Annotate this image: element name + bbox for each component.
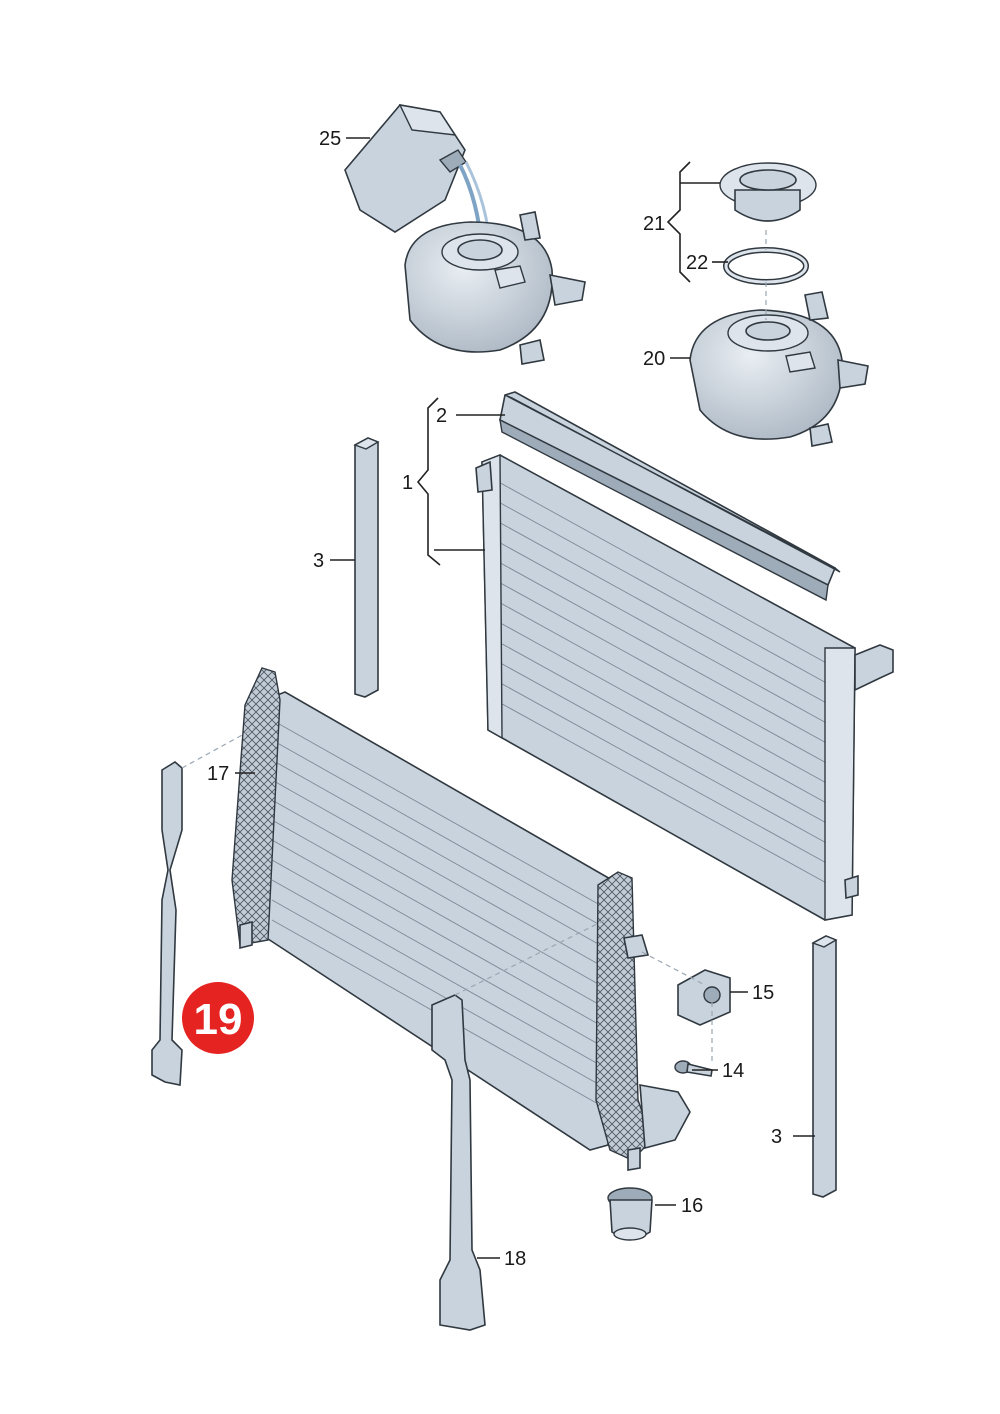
callout-14: 14	[722, 1060, 744, 1082]
highlight-badge[interactable]: 19	[182, 982, 254, 1054]
callout-2: 2	[436, 405, 447, 427]
callout-16: 16	[681, 1195, 703, 1217]
main-radiator	[475, 453, 894, 921]
callout-21: 21	[643, 213, 665, 235]
foam-strip-right	[811, 935, 838, 1198]
mounting-bracket	[677, 969, 731, 1026]
rubber-mount	[607, 1187, 653, 1241]
callout-labels: 25 21 22 20 2 1 3 17 15 14 3 16 18	[207, 128, 782, 1270]
foam-strip-left	[353, 437, 380, 698]
radiator-fins	[494, 479, 831, 886]
callout-25: 25	[319, 128, 341, 150]
callout-18: 18	[504, 1248, 526, 1270]
callout-17: 17	[207, 763, 229, 785]
air-guide-left	[151, 761, 183, 1086]
assembly-lines	[181, 230, 767, 1065]
leader-lines	[235, 137, 815, 1259]
callout-20: 20	[643, 348, 665, 370]
callout-3-right: 3	[771, 1126, 782, 1148]
front-radiator-fins	[271, 719, 601, 1106]
coolant-bottle	[344, 104, 492, 251]
coolant-cap	[719, 162, 817, 222]
expansion-tank	[689, 291, 869, 447]
expansion-tank-fill	[404, 211, 586, 365]
badge-circle	[182, 982, 254, 1054]
screw	[674, 1060, 713, 1077]
top-seal-strip	[499, 391, 841, 602]
air-guide-lower	[431, 994, 486, 1331]
badge-number: 19	[194, 995, 243, 1044]
callout-3-left: 3	[313, 550, 324, 572]
cap-seal-ring	[723, 247, 809, 285]
callout-15: 15	[752, 982, 774, 1004]
callout-22: 22	[686, 252, 708, 274]
front-radiator	[231, 667, 691, 1171]
callout-1: 1	[402, 472, 413, 494]
